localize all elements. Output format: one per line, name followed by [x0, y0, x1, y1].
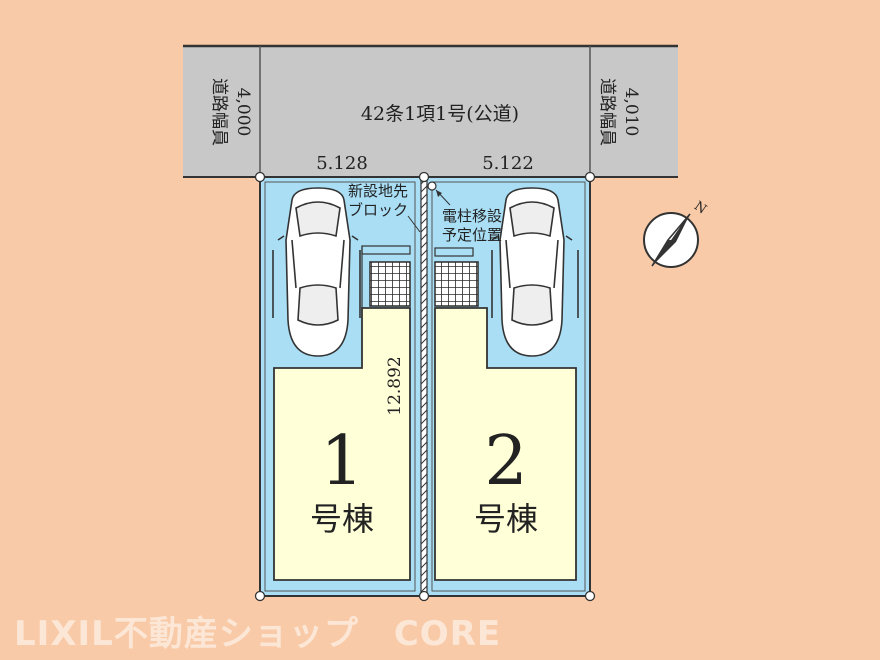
bike-parking-1 — [369, 261, 411, 307]
utility-pole-marker — [427, 181, 437, 191]
car-icon-1 — [272, 187, 361, 357]
road-width-left-value: 4,000 — [233, 88, 253, 137]
frontage-lot-2: 5.122 — [482, 153, 534, 174]
note-block-line1: 新設地先 — [348, 182, 408, 200]
car-icon-2 — [491, 187, 579, 357]
building-1-label: 号棟 — [310, 500, 374, 538]
note-block-leader — [407, 215, 421, 233]
building-2-footprint — [434, 307, 577, 581]
depth-dimension: 12.892 — [385, 356, 405, 415]
road-width-right-value: 4,010 — [621, 88, 641, 137]
note-pole-arrow — [436, 190, 442, 197]
frontage-lot-1: 5.128 — [316, 153, 368, 174]
note-block-line2: ブロック — [348, 201, 408, 219]
boundary-markers — [254, 171, 596, 602]
note-pole-line2: 予定位置 — [442, 226, 502, 244]
road — [183, 44, 678, 178]
bike-parking-2 — [434, 261, 479, 307]
note-pole-line1: 電柱移設 — [442, 207, 502, 225]
setback-lines — [264, 181, 586, 592]
north-arrow-icon — [643, 212, 699, 268]
watermark: LIXIL不動産ショップ CORE — [14, 614, 502, 654]
building-2-label: 号棟 — [474, 500, 538, 538]
road-width-left-label: 道路幅員 — [209, 78, 229, 146]
north-label: N — [691, 199, 709, 218]
bike-parking-marks — [361, 245, 474, 308]
road-width-right-label: 道路幅員 — [597, 78, 617, 146]
road-label: 42条1項1号(公道) — [361, 103, 519, 125]
building-1-footprint — [273, 307, 411, 581]
building-2-number: 2 — [484, 422, 527, 501]
building-1-number: 1 — [320, 422, 363, 501]
